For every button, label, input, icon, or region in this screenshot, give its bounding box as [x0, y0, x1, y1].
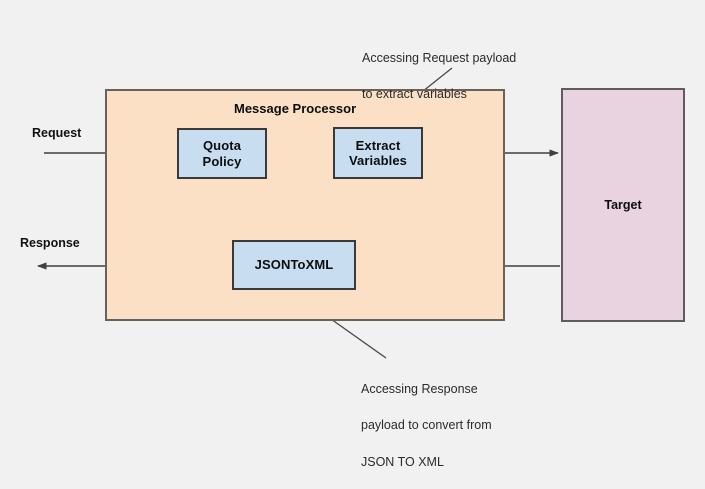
annotation-request-payload: Accessing Request payload to extract var… — [362, 31, 516, 122]
label-response: Response — [20, 236, 80, 250]
node-jsontoxml-label: JSONToXML — [254, 257, 334, 273]
api-proxy-flow-diagram: Message Processor Quota Policy Extract V… — [20, 31, 685, 469]
annotation-request-payload-line1: Accessing Request payload — [362, 51, 517, 66]
annotation-response-payload-line1: Accessing Response — [361, 382, 478, 397]
node-target-label: Target — [604, 198, 642, 212]
annotation-response-payload-line2: payload to convert from — [361, 418, 492, 433]
annotation-response-payload-line3: JSON TO XML — [361, 454, 444, 469]
node-jsontoxml[interactable]: JSONToXML — [232, 240, 356, 290]
node-quota-policy[interactable]: Quota Policy — [177, 128, 267, 179]
annotation-request-payload-line2: to extract variables — [362, 87, 467, 102]
annotation-response-payload: Accessing Response payload to convert fr… — [361, 362, 492, 489]
label-request: Request — [32, 126, 82, 140]
message-processor-title: Message Processor — [234, 101, 357, 116]
node-extract-variables-label: Extract Variables — [349, 137, 407, 168]
node-target[interactable]: Target — [561, 88, 685, 322]
node-extract-variables[interactable]: Extract Variables — [333, 127, 423, 179]
node-quota-policy-label: Quota Policy — [202, 138, 242, 169]
